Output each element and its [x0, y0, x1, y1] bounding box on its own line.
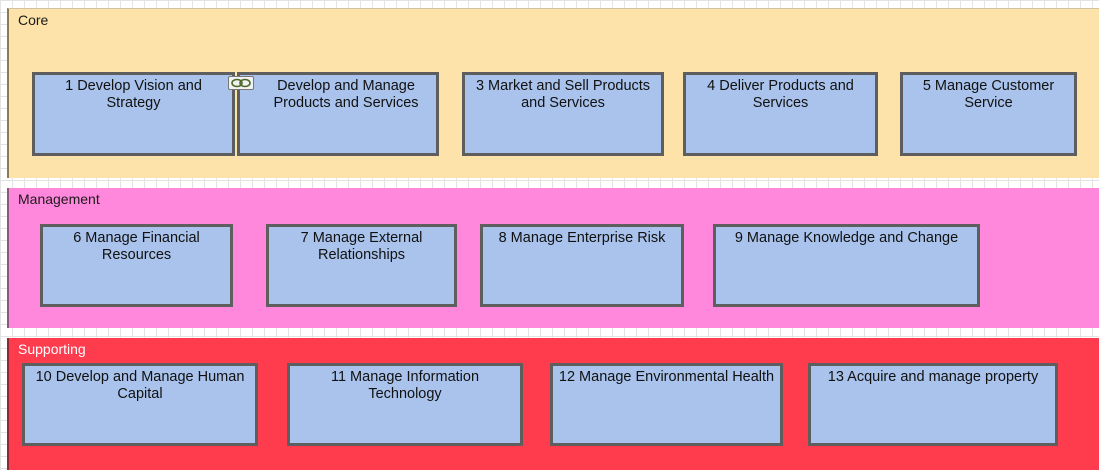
- process-box-acquire-property[interactable]: 13 Acquire and manage property: [808, 363, 1058, 446]
- process-box-financial-resources[interactable]: 6 Manage Financial Resources: [40, 224, 233, 307]
- process-box-market-sell[interactable]: 3 Market and Sell Products and Services: [462, 72, 664, 156]
- process-box-label: 6 Manage Financial Resources: [73, 230, 200, 263]
- process-box-environmental-health[interactable]: 12 Manage Environmental Health: [550, 363, 783, 446]
- process-box-label: 8 Manage Enterprise Risk: [498, 230, 666, 246]
- process-box-label: 11 Manage Information Technology: [330, 369, 480, 402]
- process-box-label: 5 Manage Customer Service: [922, 78, 1055, 111]
- management-group-label: Management: [18, 191, 100, 207]
- link-chain-icon[interactable]: [228, 76, 254, 90]
- process-box-label: 13 Acquire and manage property: [827, 369, 1039, 385]
- process-box-enterprise-risk[interactable]: 8 Manage Enterprise Risk: [480, 224, 684, 307]
- process-box-deliver-products[interactable]: 4 Deliver Products and Services: [683, 72, 878, 156]
- process-box-label: 3 Market and Sell Products and Services: [475, 78, 651, 111]
- core-group-label: Core: [18, 12, 49, 28]
- process-box-label: Develop and Manage Products and Services: [273, 78, 419, 111]
- supporting-group-label: Supporting: [18, 341, 86, 357]
- process-box-label: 1 Develop Vision and Strategy: [65, 78, 202, 111]
- process-box-human-capital[interactable]: 10 Develop and Manage Human Capital: [22, 363, 258, 446]
- process-box-customer-service[interactable]: 5 Manage Customer Service: [900, 72, 1077, 156]
- process-box-knowledge-change[interactable]: 9 Manage Knowledge and Change: [713, 224, 980, 307]
- process-box-label: 4 Deliver Products and Services: [707, 78, 854, 111]
- process-box-external-relationships[interactable]: 7 Manage External Relationships: [266, 224, 457, 307]
- process-box-label: 7 Manage External Relationships: [300, 230, 423, 263]
- process-box-label: 10 Develop and Manage Human Capital: [35, 369, 245, 402]
- process-box-information-technology[interactable]: 11 Manage Information Technology: [287, 363, 523, 446]
- process-box-label: 9 Manage Knowledge and Change: [734, 230, 959, 246]
- process-box-develop-vision[interactable]: 1 Develop Vision and Strategy: [32, 72, 235, 156]
- process-box-label: 12 Manage Environmental Health: [558, 369, 775, 385]
- process-box-develop-products[interactable]: Develop and Manage Products and Services: [237, 72, 439, 156]
